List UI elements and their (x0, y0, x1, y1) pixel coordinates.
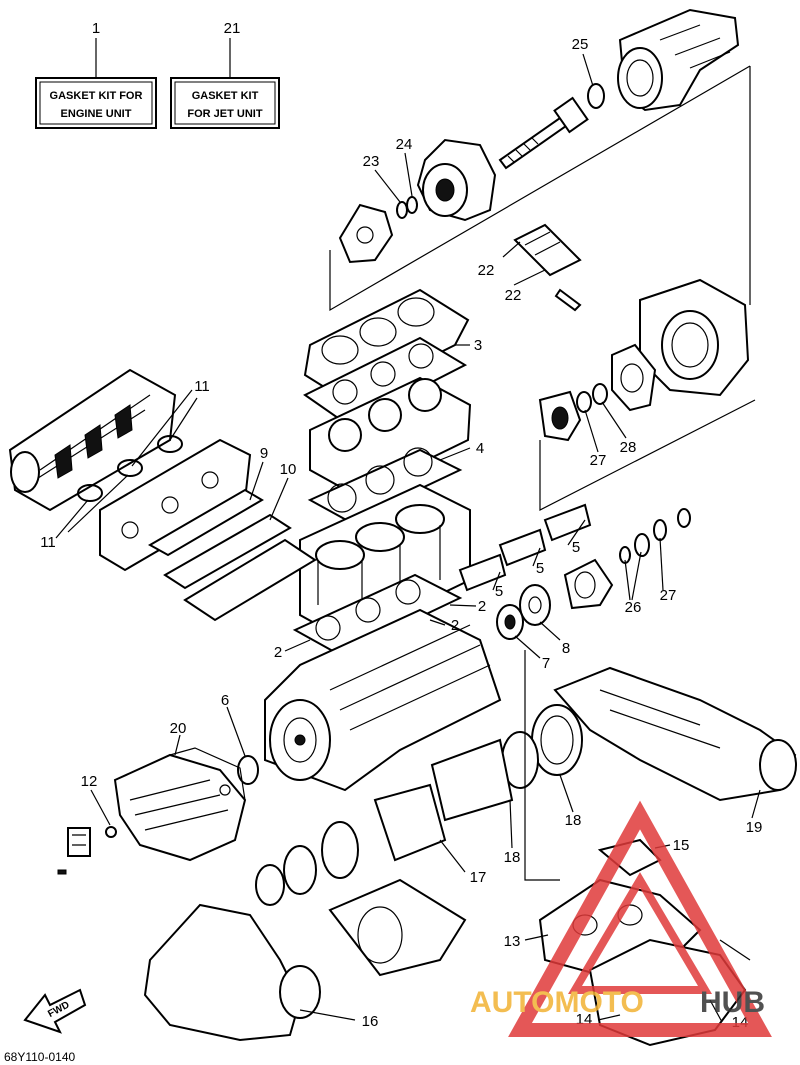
callout-2b: 2 (451, 617, 459, 634)
kit-engine-line2: ENGINE UNIT (61, 108, 132, 120)
callout-15: 15 (673, 837, 690, 854)
callout-9: 9 (260, 445, 268, 462)
o-ring-25 (587, 83, 605, 109)
callout-24: 24 (396, 136, 413, 153)
kit-engine-line1: GASKET KIT FOR (50, 90, 143, 102)
leader-lines (55, 53, 761, 1023)
watermark: AUTOMOTO HUB (470, 800, 772, 1037)
watermark-text-2: HUB (700, 986, 765, 1019)
exhaust-chamber-19 (553, 666, 797, 802)
muffler-16 (143, 878, 467, 1042)
base-gasket-2 (292, 573, 463, 657)
callout-28: 28 (620, 439, 637, 456)
callout-21: 21 (224, 20, 241, 37)
cylinder-head (309, 376, 472, 497)
cylinder-block (299, 483, 471, 642)
exhaust-manifold (113, 753, 247, 862)
intake-box (8, 368, 177, 512)
intake-gasket-10 (163, 513, 292, 590)
callout-22b: 22 (505, 287, 522, 304)
coupling (496, 508, 691, 640)
nozzle-housing (617, 8, 740, 112)
callout-26: 26 (625, 599, 642, 616)
callout-5b: 5 (536, 560, 544, 577)
callout-18a: 18 (565, 812, 582, 829)
reed-block (183, 538, 317, 622)
cylinder-gasket-4 (307, 447, 463, 524)
seal-28 (592, 383, 608, 405)
callout-20: 20 (170, 720, 187, 737)
callout-23: 23 (363, 153, 380, 170)
jet-unit-group (329, 8, 751, 312)
callout-10: 10 (280, 461, 297, 478)
callout-4: 4 (476, 440, 484, 457)
exhaust-joint-18 (501, 704, 583, 789)
callout-27b: 27 (660, 587, 677, 604)
pump-housing-right (538, 278, 750, 442)
callout-12: 12 (81, 773, 98, 790)
callout-2a: 2 (478, 598, 486, 615)
kit-box-jet: GASKET KIT FOR JET UNIT 21 (170, 20, 280, 129)
callout-6: 6 (221, 692, 229, 709)
crankcase (264, 608, 502, 792)
oil-seal-6 (237, 755, 259, 785)
callout-22a: 22 (478, 262, 495, 279)
callout-16: 16 (362, 1013, 379, 1030)
callout-25: 25 (572, 36, 589, 53)
exhaust-pipe-17 (255, 738, 514, 906)
callout-27a: 27 (590, 452, 607, 469)
callout-1: 1 (92, 20, 100, 37)
fwd-arrow: FWD (23, 988, 87, 1034)
callout-7: 7 (542, 655, 550, 672)
callout-2c: 2 (274, 644, 282, 661)
callout-8: 8 (562, 640, 570, 657)
intake-gasket-9 (147, 488, 264, 557)
callout-11a: 11 (194, 378, 210, 395)
watermark-text-1: AUTOMOTO (470, 986, 644, 1019)
callout-3: 3 (474, 337, 482, 354)
water-valve-12 (57, 826, 117, 875)
kit-box-engine: GASKET KIT FOR ENGINE UNIT 1 (35, 20, 157, 129)
impeller-housing (416, 138, 497, 222)
head-gasket-3 (303, 336, 468, 427)
watermark-triangle-icon (508, 800, 772, 1037)
callout-17: 17 (470, 869, 487, 886)
callout-11b: 11 (40, 534, 56, 551)
kit-jet-line2: FOR JET UNIT (187, 108, 262, 120)
cover-plate (513, 223, 582, 312)
impeller-shaft (498, 96, 589, 170)
callout-19: 19 (746, 819, 763, 836)
callout-5a: 5 (572, 539, 580, 556)
impeller (338, 203, 394, 264)
callout-5c: 5 (495, 583, 503, 600)
reed-valves (458, 503, 592, 592)
callout-13: 13 (504, 933, 521, 950)
reference-code: 68Y110-0140 (4, 1050, 76, 1064)
o-ring-11a (77, 484, 103, 502)
callout-18b: 18 (504, 849, 521, 866)
kit-jet-line1: GASKET KIT (192, 90, 259, 102)
